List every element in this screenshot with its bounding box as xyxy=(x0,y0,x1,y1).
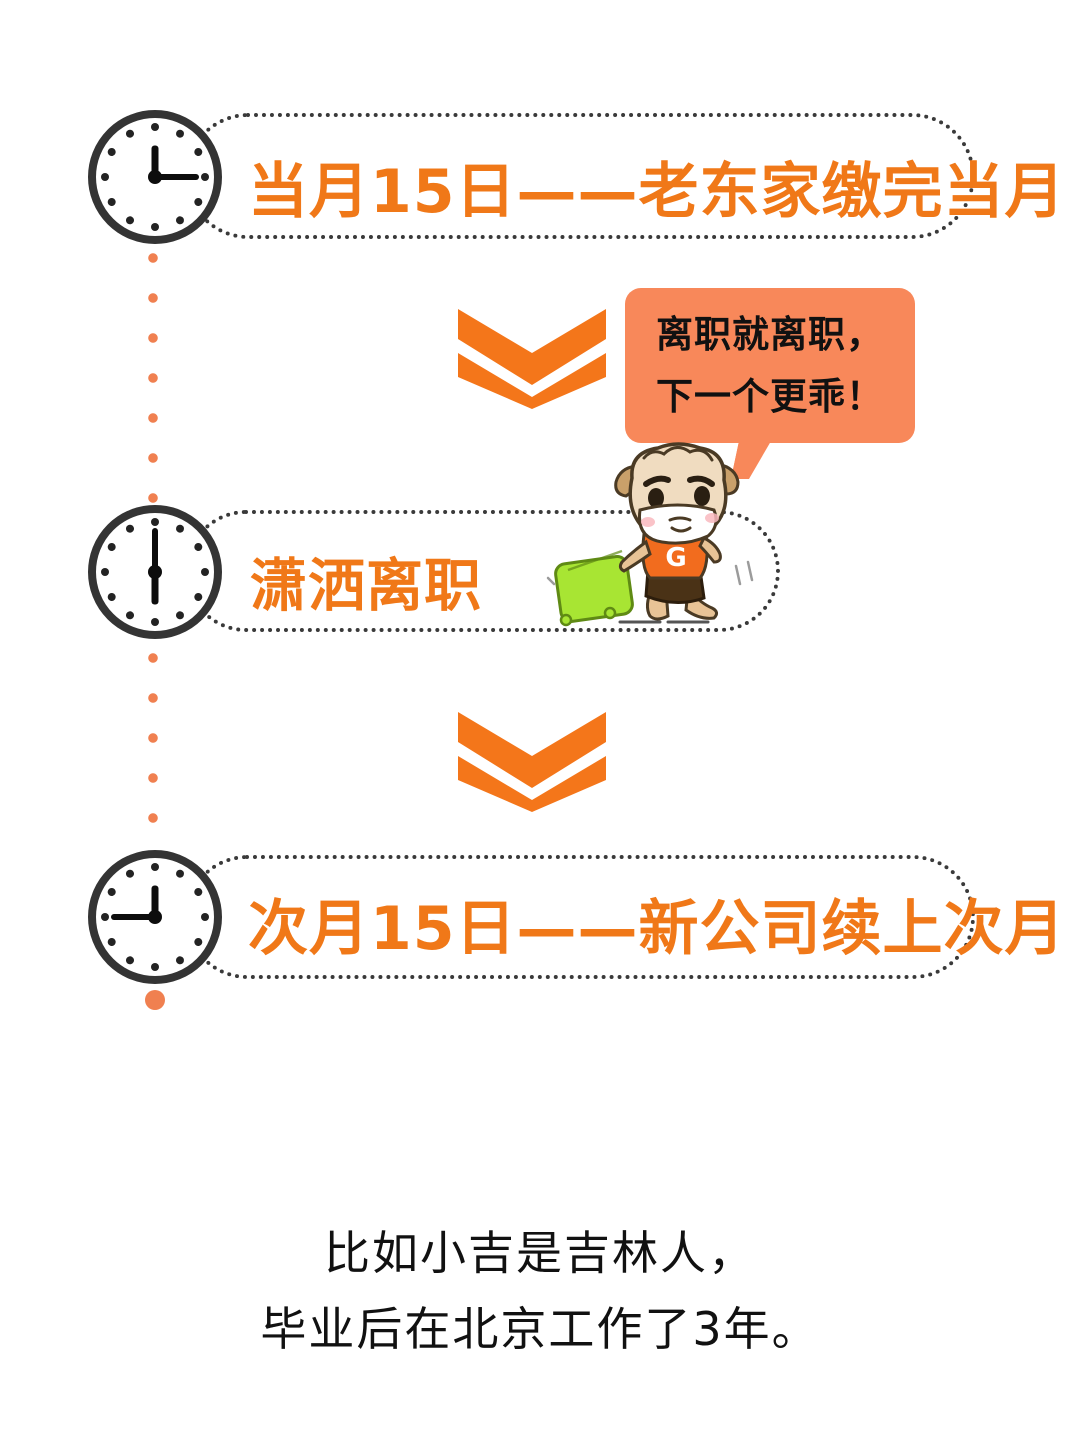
step-1-clock-icon xyxy=(88,110,222,244)
step-3-label: 次月15日——新公司续上次月 xyxy=(248,894,1066,964)
caption-line-2: 毕业后在北京工作了3年。 xyxy=(260,1302,820,1356)
step-2-clock-icon xyxy=(88,505,222,639)
step-2-clock-hub xyxy=(148,565,162,579)
speech-bubble-line-1: 离职就离职， xyxy=(656,313,884,356)
double-chevron-down-icon-2 xyxy=(458,712,606,812)
step-3-clock-hub xyxy=(148,910,162,924)
mascot-shirt-logo: G xyxy=(665,543,686,573)
suitcase xyxy=(554,549,634,627)
timeline-end-dot xyxy=(145,990,165,1010)
step-2-label: 潇洒离职 xyxy=(250,553,482,619)
step-1-clock-hub xyxy=(148,170,162,184)
step-1-clock-minute-hand xyxy=(155,174,199,180)
double-chevron-down-icon-1 xyxy=(458,309,606,409)
step-1-label: 当月15日——老东家缴完当月 xyxy=(248,157,1066,227)
speech-bubble-line-2: 下一个更乖！ xyxy=(656,375,884,418)
step-3-clock-icon xyxy=(88,850,222,984)
cow-mascot-with-suitcase: G xyxy=(546,442,754,627)
bottom-caption: 比如小吉是吉林人， 毕业后在北京工作了3年。 xyxy=(0,1215,1080,1367)
caption-line-1: 比如小吉是吉林人， xyxy=(324,1226,756,1280)
speech-bubble: 离职就离职， 下一个更乖！ xyxy=(625,288,915,443)
